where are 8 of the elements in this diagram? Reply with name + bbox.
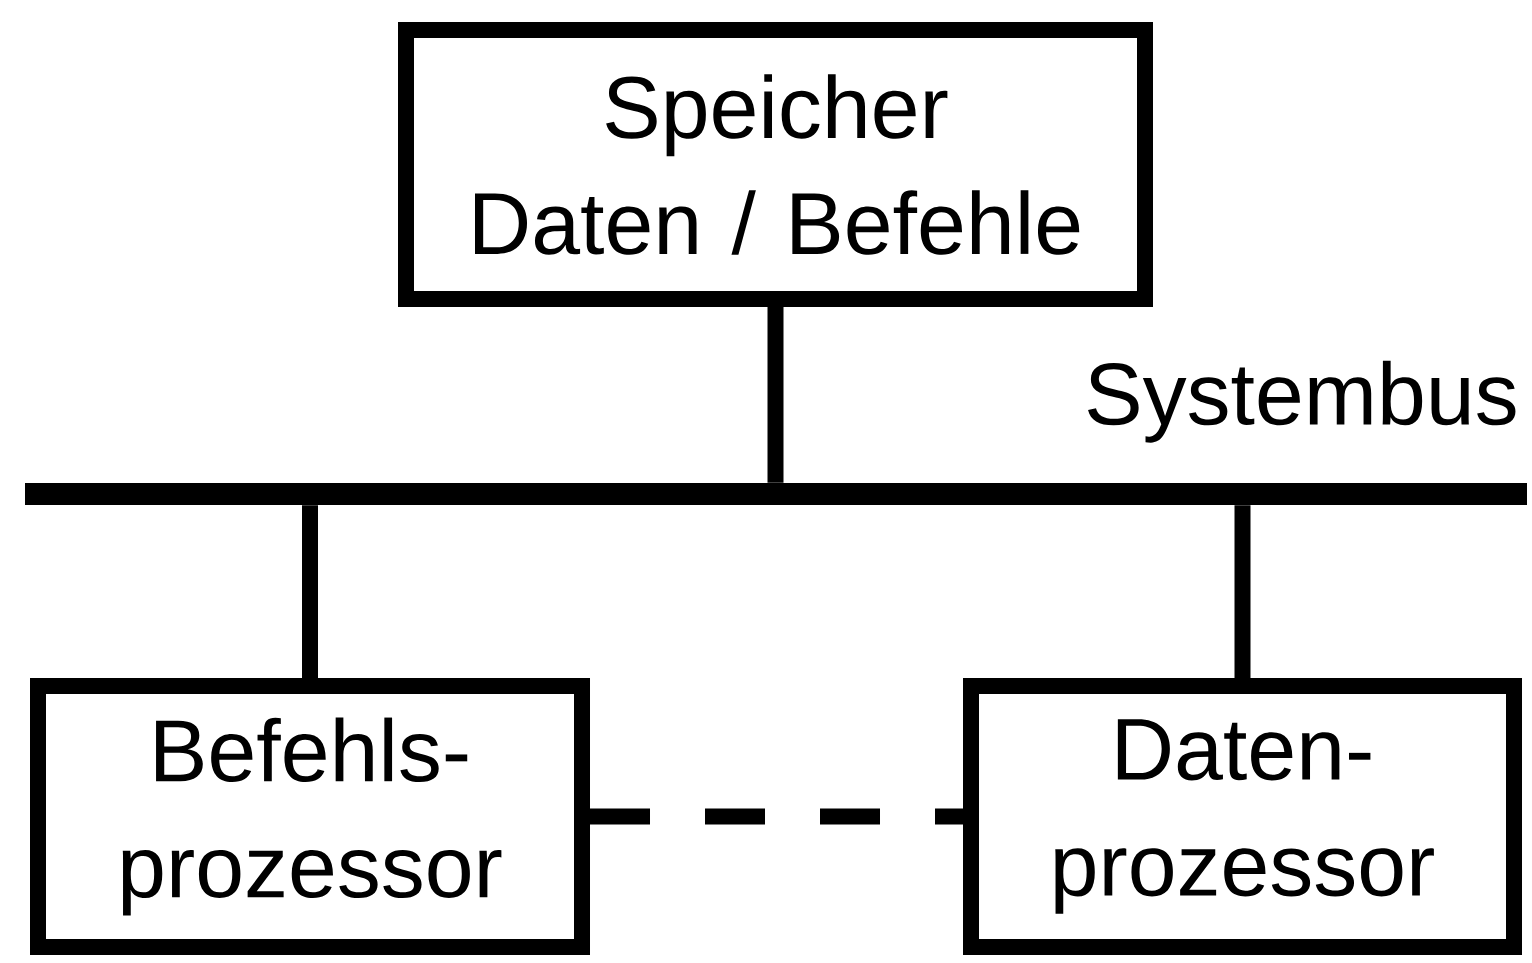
connector-line: [767, 307, 784, 483]
connector-line: [1234, 505, 1251, 678]
box: Speicher Daten / Befehle: [398, 22, 1153, 307]
dashed-line: [590, 808, 963, 825]
connector-line: [302, 505, 318, 678]
box: Befehls- prozessor: [30, 678, 590, 955]
box: Daten- prozessor: [963, 678, 1522, 955]
bus-label: Systembus: [1088, 360, 1516, 443]
